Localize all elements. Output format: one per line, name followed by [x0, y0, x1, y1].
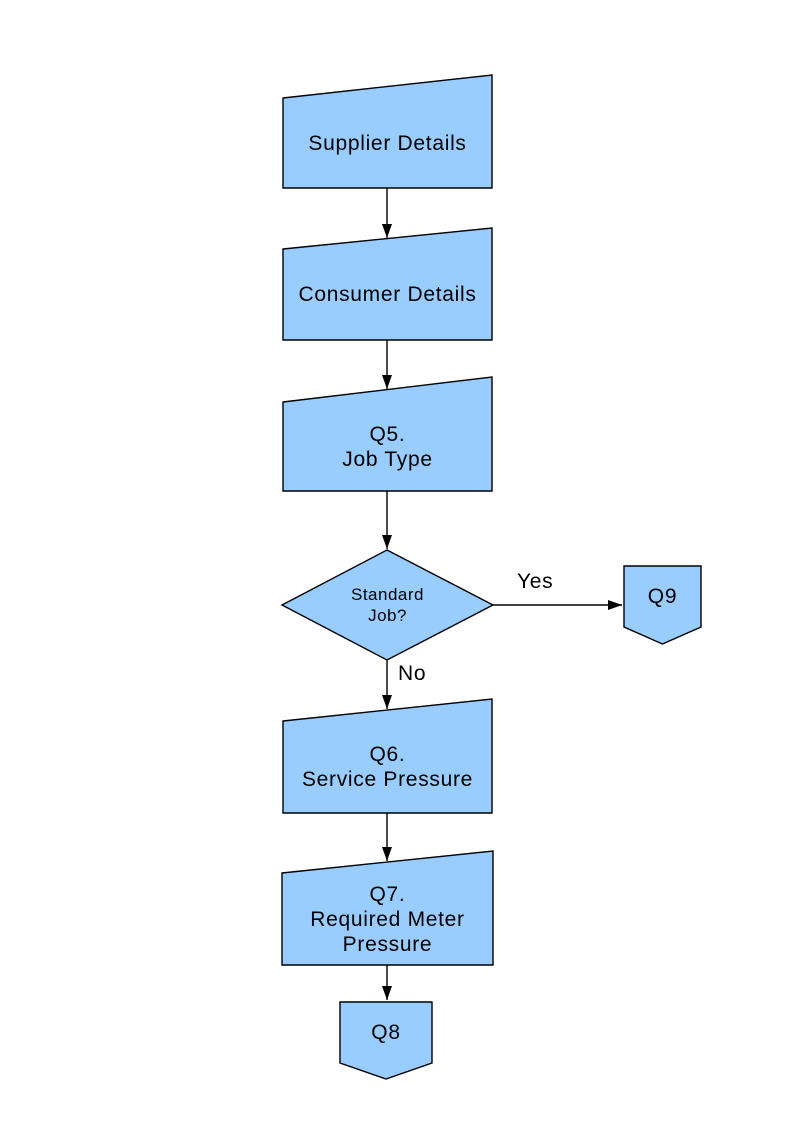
q9-offpage-connector-shape — [623, 565, 702, 645]
q6-service-pressure-shape — [282, 698, 493, 814]
consumer-details-shape — [282, 227, 493, 341]
q8-offpage-connector-shape — [339, 1001, 433, 1080]
supplier-details-shape — [282, 74, 493, 189]
q7-required-meter-pressure-shape — [281, 850, 494, 966]
standard-job-decision-shape — [280, 549, 495, 661]
q5-job-type-shape — [282, 376, 493, 492]
